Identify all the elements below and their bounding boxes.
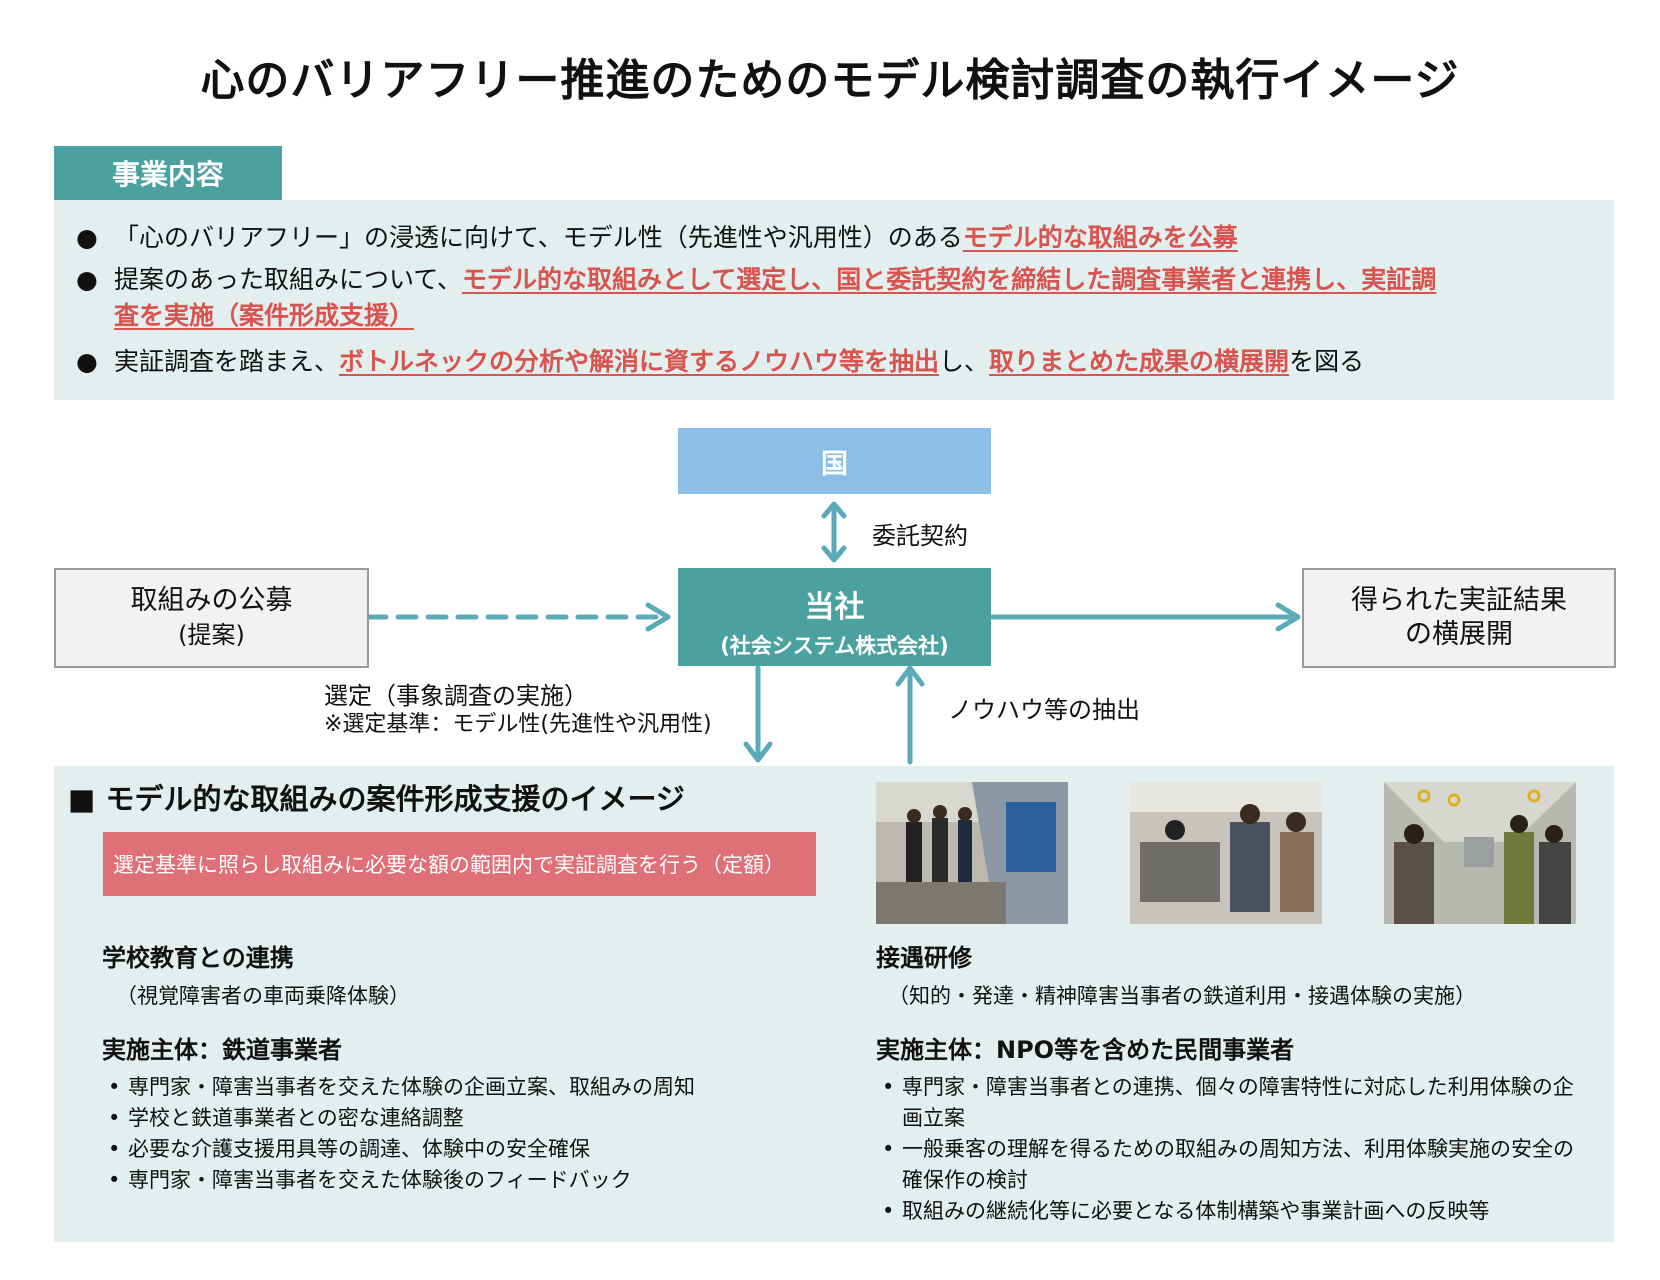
contract-arrow-head-down xyxy=(821,545,847,563)
overview-highlight: ボトルネックの分析や解消に資するノウハウ等を抽出 xyxy=(339,347,940,376)
section-tag: 事業内容 xyxy=(54,146,282,200)
company-box: 当社 (社会システム株式会社) xyxy=(678,568,991,666)
selection-arrow-head xyxy=(743,741,773,763)
country-box: 国 xyxy=(678,428,991,494)
photo-station-training xyxy=(1130,782,1322,924)
overview-panel: ● 「心のバリアフリー」の浸透に向けて、モデル性（先進性や汎用性）のあるモデル的… xyxy=(54,200,1614,400)
overview-text: し、 xyxy=(939,347,990,376)
left-actor: 実施主体：鉄道事業者 xyxy=(102,1036,342,1064)
overview-highlight: 取りまとめた成果の横展開 xyxy=(989,347,1290,376)
right-subheading: （知的・発達・精神障害当事者の鉄道利用・接遇体験の実施） xyxy=(888,984,1476,1008)
left-subheading: （視覚障害者の車両乗降体験） xyxy=(116,984,410,1008)
list-item: 取組みの継続化等に必要となる体制構築や事業計画への反映等 xyxy=(880,1196,1580,1227)
overview-highlight: モデル的な取組みを公募 xyxy=(962,223,1238,252)
rollout-arrow-head xyxy=(1275,602,1301,632)
list-item: 専門家・障害当事者との連携、個々の障害特性に対応した利用体験の企画立案 xyxy=(880,1072,1580,1134)
list-item: 必要な介護支援用具等の調達、体験中の安全確保 xyxy=(106,1134,786,1165)
photo-train-interior xyxy=(1384,782,1576,924)
rollout-box-line2: の横展開 xyxy=(1405,619,1513,650)
rollout-box-line1: 得られた実証結果 xyxy=(1351,585,1567,616)
photo-platform-experience xyxy=(876,782,1068,924)
rollout-box: 得られた実証結果 の横展開 xyxy=(1302,568,1616,668)
right-task-list: 専門家・障害当事者との連携、個々の障害特性に対応した利用体験の企画立案 一般乗客… xyxy=(880,1072,1580,1227)
overview-text: 提案のあった取組みについて、 xyxy=(114,265,463,294)
knowhow-label: ノウハウ等の抽出 xyxy=(948,696,1140,724)
list-item: 学校と鉄道事業者との密な連絡調整 xyxy=(106,1103,786,1134)
contract-label: 委託契約 xyxy=(872,522,968,550)
list-item: 専門家・障害当事者を交えた体験の企画立案、取組みの周知 xyxy=(106,1072,786,1103)
right-actor: 実施主体：NPO等を含めた民間事業者 xyxy=(876,1036,1295,1064)
left-heading: 学校教育との連携 xyxy=(102,944,294,972)
selection-note: ※選定基準：モデル性(先進性や汎用性) xyxy=(324,712,712,737)
bullet-icon: ● xyxy=(76,347,98,376)
list-item: 専門家・障害当事者を交えた体験後のフィードバック xyxy=(106,1165,786,1196)
support-title: ■ モデル的な取組みの案件形成支援のイメージ xyxy=(68,782,685,816)
company-name: 当社 xyxy=(804,590,865,625)
bullet-icon: ● xyxy=(76,223,98,252)
selection-label: 選定（事象調査の実施） xyxy=(324,682,588,710)
overview-highlight: 査を実施（案件形成支援） xyxy=(114,301,415,330)
list-item: 一般乗客の理解を得るための取組みの周知方法、利用体験実施の安全の確保作の検討 xyxy=(880,1134,1580,1196)
application-box: 取組みの公募 (提案) xyxy=(54,568,369,668)
overview-text: を図る xyxy=(1289,347,1365,376)
overview-text: 「心のバリアフリー」の浸透に向けて、モデル性（先進性や汎用性）のある xyxy=(114,223,963,252)
application-box-line1: 取組みの公募 xyxy=(130,585,293,616)
support-banner: 選定基準に照らし取組みに必要な額の範囲内で実証調査を行う（定額） xyxy=(103,832,816,896)
left-task-list: 専門家・障害当事者を交えた体験の企画立案、取組みの周知 学校と鉄道事業者との密な… xyxy=(106,1072,786,1196)
overview-text: 実証調査を踏まえ、 xyxy=(114,347,340,376)
right-heading: 接遇研修 xyxy=(876,944,972,972)
knowhow-arrow-head xyxy=(895,665,925,687)
application-arrow-head xyxy=(645,602,671,632)
overview-highlight: モデル的な取組みとして選定し、国と委託契約を締結した調査事業者と連携し、実証調 xyxy=(462,265,1437,294)
contract-arrow-head-up xyxy=(821,501,847,519)
bullet-icon: ● xyxy=(76,265,98,294)
application-box-line2: (提案) xyxy=(178,621,245,649)
page-title: 心のバリアフリー推進のためのモデル検討調査の執行イメージ xyxy=(200,55,1460,106)
company-full-name: (社会システム株式会社) xyxy=(720,634,949,658)
